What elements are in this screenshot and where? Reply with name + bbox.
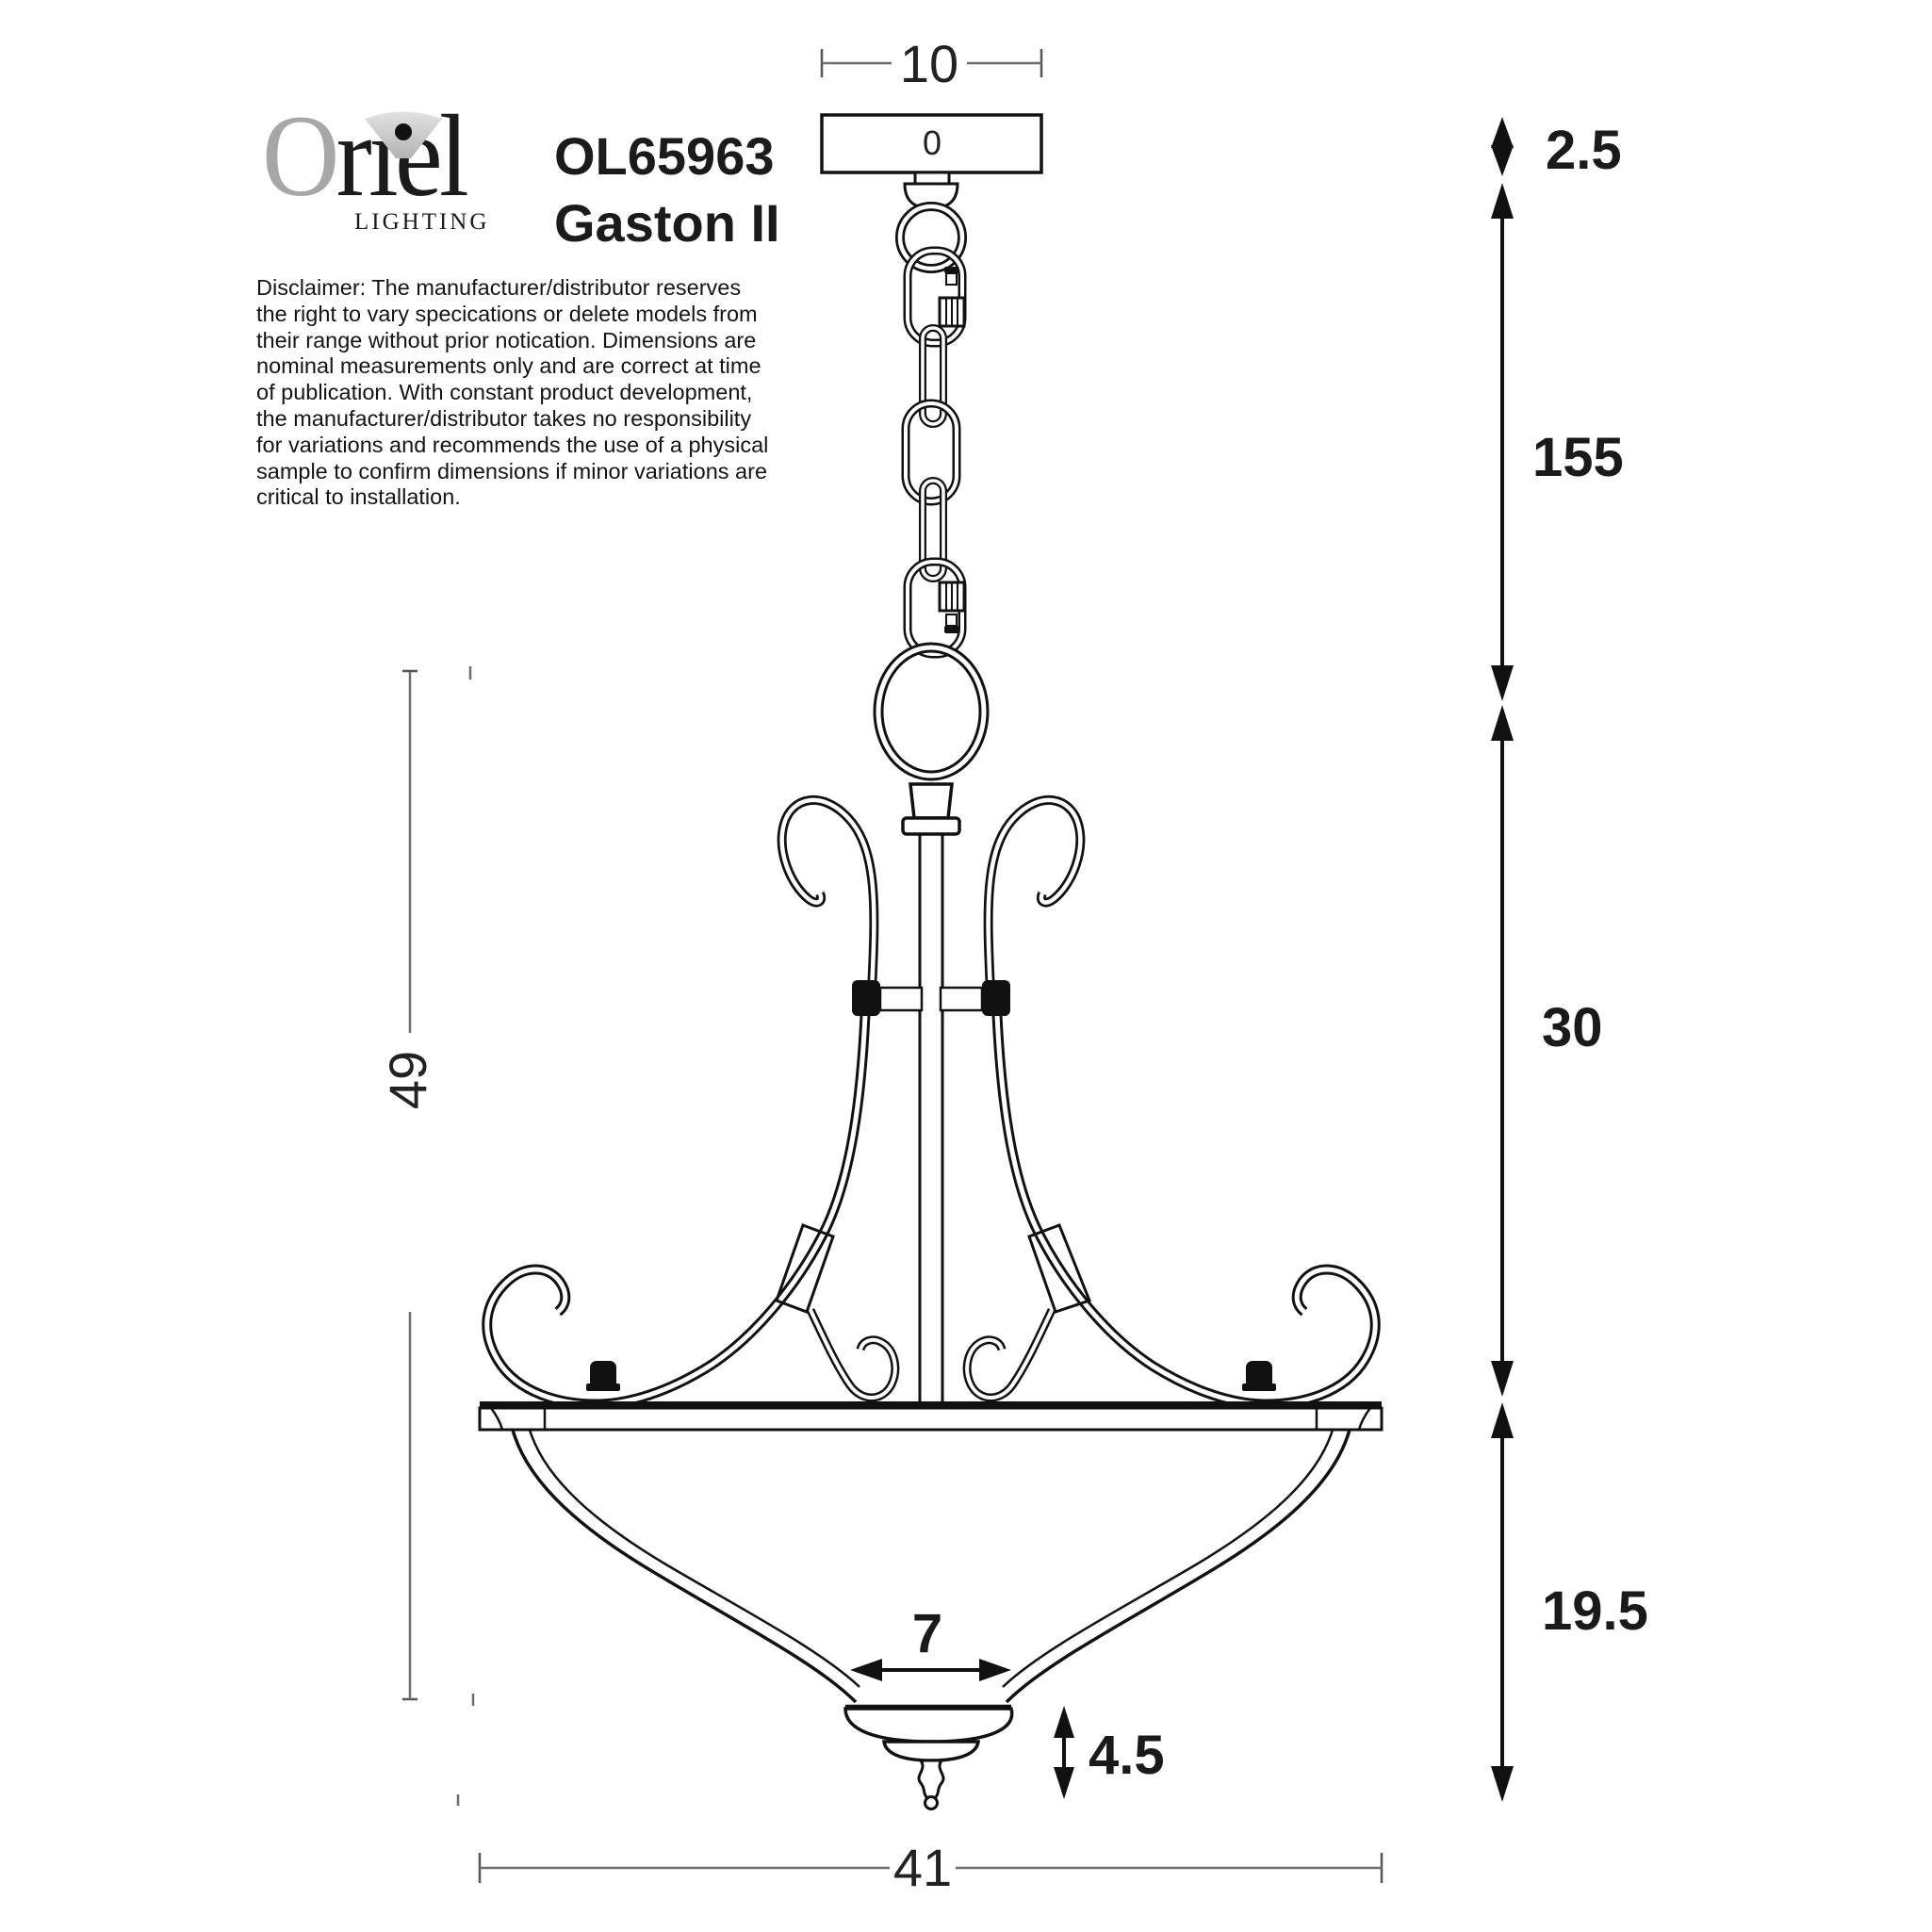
center-stem [901, 782, 961, 1407]
dim-canopy-width-label: 10 [900, 34, 958, 93]
dim-frame-height: 30 [1491, 705, 1603, 1397]
disclaimer-text: Disclaimer: The manufacturer/distributor… [256, 275, 769, 510]
scroll-frame [487, 800, 1376, 1404]
dim-canopy-width: 10 [820, 34, 1043, 93]
dim-finial-height: 4.5 [1054, 1706, 1165, 1799]
dim-canopy-height-label: 2.5 [1546, 120, 1622, 181]
dim-chain-length: 155 [1491, 183, 1624, 701]
hanging-chain [873, 202, 990, 781]
product-title: OL65963 Gaston II [554, 123, 780, 256]
dim-finial-plate-width-label: 7 [912, 1603, 942, 1664]
dim-overall-width: 41 [478, 1838, 1384, 1897]
quicklink-bolt-icon [944, 626, 958, 633]
quicklink-bolt-icon [944, 267, 958, 273]
dim-frame-height-label: 30 [1542, 997, 1603, 1058]
glass-bowl [478, 1401, 1384, 1704]
canopy: 0 [820, 113, 1043, 210]
finial [843, 1704, 1014, 1810]
ferrule-sleeve [775, 1223, 835, 1314]
rod-clamp [852, 980, 880, 1016]
logo-letter-o: O [262, 91, 339, 221]
dim-canopy-height: 2.5 [1491, 117, 1622, 181]
logo-lighting-text: LIGHTING [354, 209, 490, 235]
dim-finial-plate-width: 7 [850, 1603, 1011, 1681]
product-code: OL65963 [554, 126, 775, 186]
rod-clamp [982, 980, 1010, 1016]
canopy-hole-label: 0 [923, 123, 941, 162]
dim-body-height: 49 [378, 666, 475, 1806]
dim-chain-length-label: 155 [1532, 427, 1624, 488]
ferrule-sleeve [1027, 1223, 1091, 1314]
dim-finial-height-label: 4.5 [1089, 1725, 1165, 1786]
dim-shade-height: 19.5 [1491, 1402, 1648, 1802]
dim-shade-height-label: 19.5 [1542, 1580, 1648, 1642]
dim-overall-width-label: 41 [893, 1838, 952, 1897]
lampshade-cone-icon [365, 111, 442, 158]
dim-body-height-label: 49 [378, 1051, 437, 1109]
product-name: Gaston II [554, 193, 780, 253]
